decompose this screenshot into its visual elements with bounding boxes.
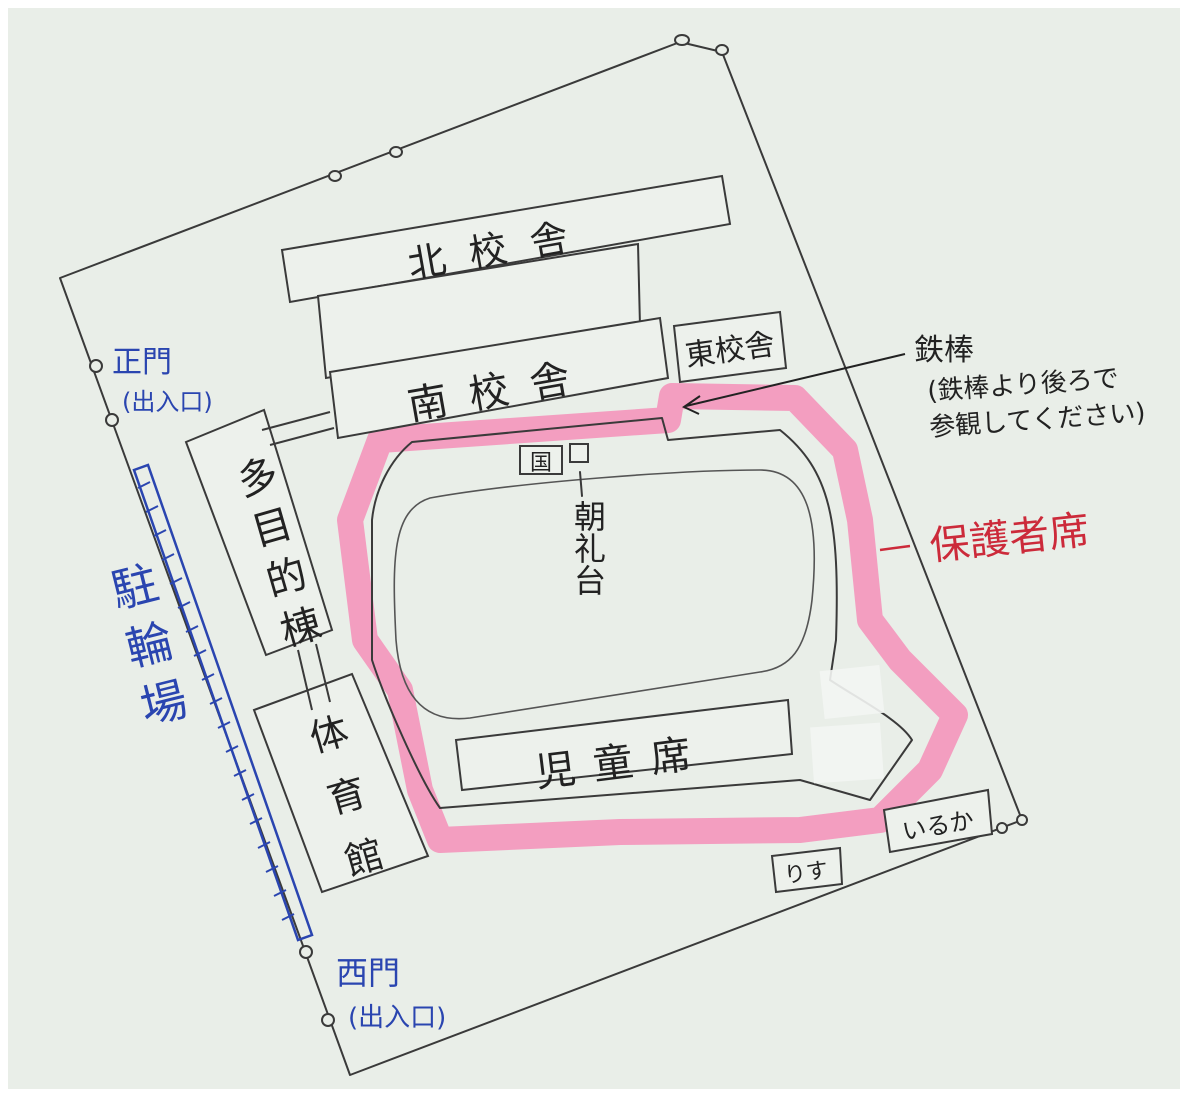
guardian-area-label: 保護者席 <box>927 507 1091 569</box>
south-building <box>328 316 670 440</box>
east-building <box>672 310 788 384</box>
parking-hatch <box>132 463 314 942</box>
running-track <box>393 469 816 720</box>
corridors <box>261 411 335 711</box>
main-gate-label: 正門 <box>112 345 172 380</box>
west-gate-note: (出入口) <box>348 1003 446 1033</box>
guardian-area-highlight <box>337 383 968 853</box>
parking-label: 駐輪場 <box>100 557 196 745</box>
paper-sheet <box>8 8 1180 1089</box>
squirrel-box <box>770 846 844 894</box>
gym-building <box>252 672 430 894</box>
podium-stem <box>579 471 583 497</box>
north-building <box>280 174 732 304</box>
field-outline <box>371 417 913 809</box>
squirrel-label: りす <box>783 858 830 889</box>
tape-patches <box>810 664 885 784</box>
bar-note-line2: 参観してください) <box>928 398 1146 443</box>
bar-note-line1: (鉄棒より後ろで <box>926 364 1119 407</box>
multipurpose-building <box>184 408 334 657</box>
boundary-posts <box>89 34 1028 1027</box>
bar-arrow <box>681 353 906 415</box>
podium-mark-label: 国 <box>530 451 552 476</box>
west-gate-label: 西門 <box>336 954 400 992</box>
dinosaur-box <box>882 788 994 854</box>
podium-label: 朝礼台 <box>569 500 607 596</box>
bar-title: 鉄棒 <box>914 333 974 368</box>
podium-box <box>519 445 563 475</box>
campus-boundary <box>59 41 1023 1076</box>
main-gate-note: (出入口) <box>122 388 213 416</box>
guardian-leader <box>879 544 911 552</box>
children-seats-box <box>454 698 794 792</box>
podium-square <box>569 443 589 463</box>
